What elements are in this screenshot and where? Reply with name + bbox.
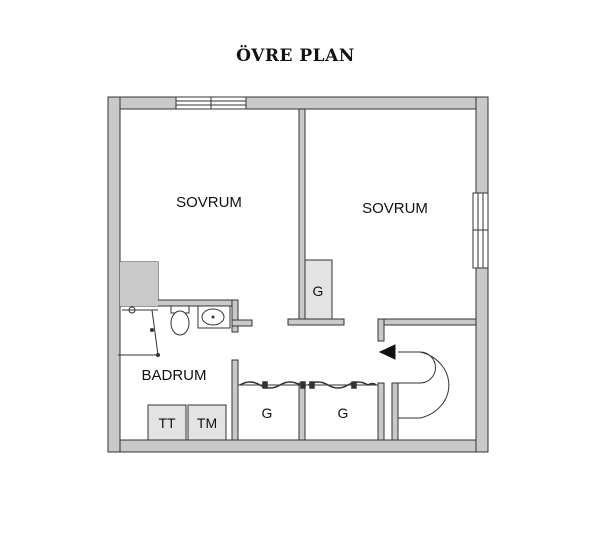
staircase <box>378 344 450 419</box>
closet-g-bedroom-label: G <box>313 283 324 299</box>
outer-walls <box>107 96 489 453</box>
appliance-tt-label: TT <box>158 415 176 431</box>
closet-g-hall-left-label: G <box>262 405 273 421</box>
room-label-sovrum-right: SOVRUM <box>362 200 428 217</box>
plan-title: ÖVRE PLAN <box>236 46 355 66</box>
interior-walls <box>119 108 477 441</box>
room-label-sovrum-left: SOVRUM <box>176 194 242 211</box>
appliance-tm: TM <box>187 404 227 441</box>
bathroom-fixtures <box>118 305 231 357</box>
closet-g-bedroom: G <box>304 259 333 320</box>
stair-arrow-icon <box>378 344 396 360</box>
appliance-tm-label: TM <box>197 415 217 431</box>
shaft-block-lower <box>120 262 158 306</box>
room-label-badrum: BADRUM <box>141 367 206 384</box>
sink-icon <box>197 305 231 329</box>
closet-sliding-doors <box>238 381 378 389</box>
closet-g-hall-right-label: G <box>338 405 349 421</box>
toilet-icon <box>170 305 190 336</box>
appliance-tt: TT <box>147 404 187 441</box>
window-right <box>472 192 489 269</box>
window-top <box>175 96 247 110</box>
